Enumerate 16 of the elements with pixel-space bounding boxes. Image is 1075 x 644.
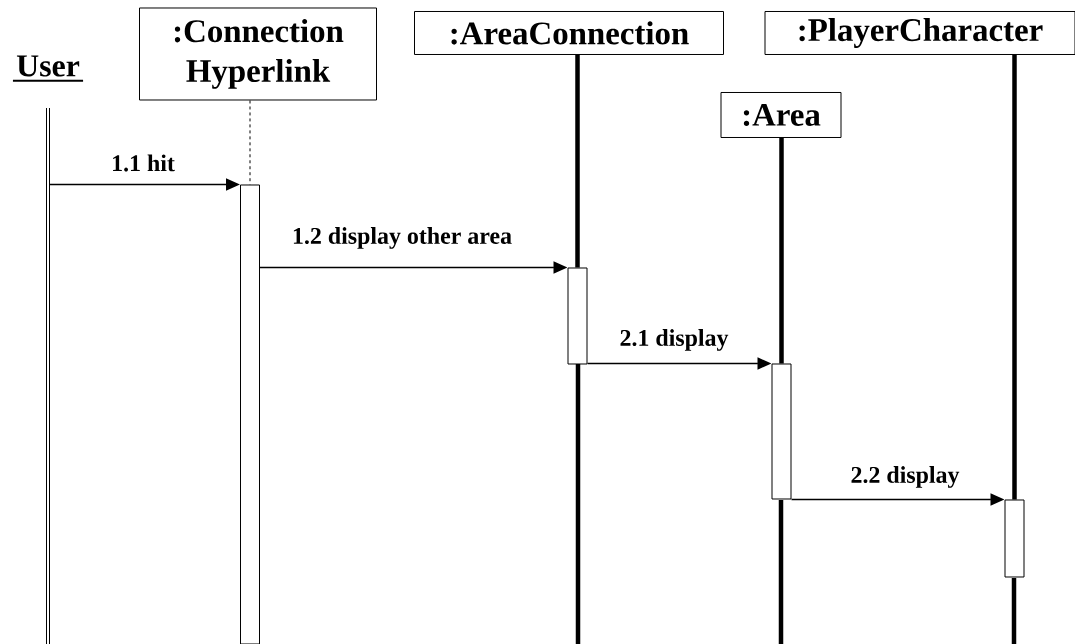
object-box: :AreaConnection xyxy=(414,11,724,55)
edge-label: 1.1 hit xyxy=(110,153,176,173)
object-box: :PlayerCharacter xyxy=(764,11,1075,55)
object-box: :Connection Hyperlink xyxy=(139,7,377,101)
activation-bar xyxy=(771,363,792,500)
lifeline xyxy=(575,55,580,268)
edge-label: 2.1 display xyxy=(618,328,730,352)
object-box: :Area xyxy=(720,92,842,138)
lifeline xyxy=(1012,55,1017,500)
activation-bar xyxy=(240,184,260,644)
edge-label: 1.2 display other area xyxy=(291,226,514,250)
edge-label: 2.2 display xyxy=(849,465,961,489)
activation-bar xyxy=(567,267,588,365)
activation-bar xyxy=(1004,499,1025,578)
actor-label: User xyxy=(11,55,85,82)
lifeline xyxy=(779,138,784,364)
